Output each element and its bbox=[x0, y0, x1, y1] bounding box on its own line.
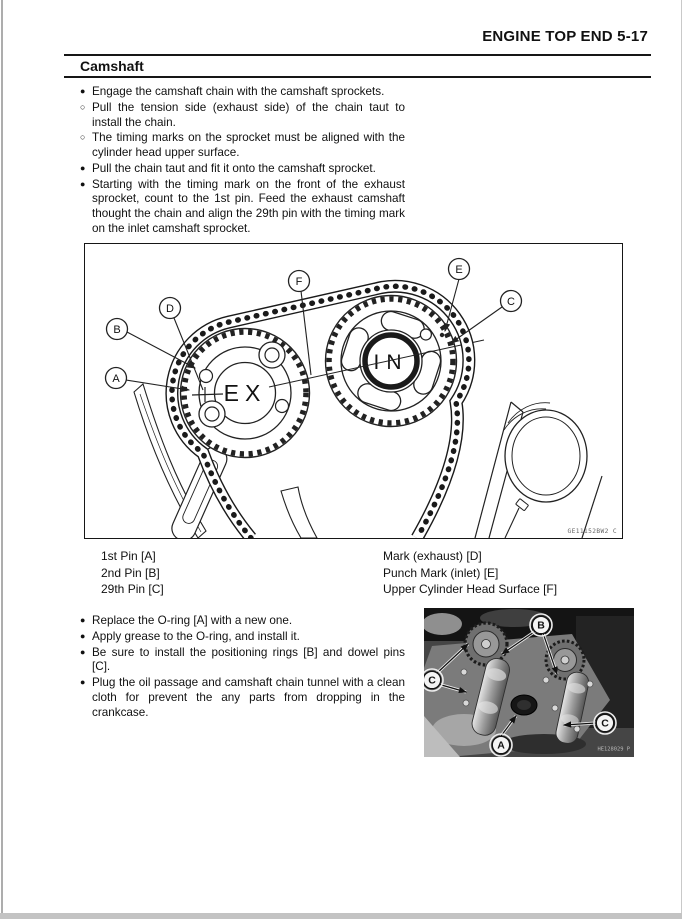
instruction-list-bottom: ●Replace the O-ring [A] with a new one. … bbox=[80, 613, 405, 720]
piston bbox=[503, 402, 588, 538]
bullet-icon: ○ bbox=[80, 132, 86, 143]
page-bottom-bar bbox=[0, 913, 682, 919]
photo-callout-c-right: C bbox=[601, 718, 609, 730]
callout-c: C bbox=[507, 296, 515, 308]
figure-legend-left: 1st Pin [A] 2nd Pin [B] 29th Pin [C] bbox=[101, 548, 164, 598]
exhaust-timing-mark bbox=[191, 387, 224, 402]
instruction-step: ● Engage the camshaft chain with the cams… bbox=[80, 84, 405, 100]
diagram-callouts bbox=[125, 278, 503, 393]
bullet-icon: ● bbox=[80, 646, 86, 657]
punch-mark bbox=[439, 332, 445, 338]
instruction-step: ○ Pull the tension side (exhaust side) of… bbox=[80, 100, 405, 131]
cam-sprocket-left bbox=[463, 621, 509, 667]
instruction-step: ● Be sure to install the positioning ring… bbox=[80, 645, 405, 676]
photo-callout-b: B bbox=[537, 620, 545, 632]
legend-item: Upper Cylinder Head Surface [F] bbox=[383, 582, 558, 597]
section-divider bbox=[64, 76, 651, 78]
camshaft-left bbox=[471, 657, 510, 736]
step-text: The timing marks on the sprocket must be… bbox=[92, 131, 405, 159]
step-text: Starting with the timing mark on the fro… bbox=[92, 177, 405, 235]
instruction-list-top: ● Engage the camshaft chain with the cams… bbox=[80, 84, 405, 237]
bullet-icon: ● bbox=[80, 178, 86, 189]
step-text: Apply grease to the O-ring, and install … bbox=[92, 629, 300, 643]
legend-item: 29th Pin [C] bbox=[101, 582, 164, 597]
cylinder-head-photo: B C A C HE128029 P bbox=[424, 608, 634, 757]
step-text: Plug the oil passage and camshaft chain … bbox=[92, 676, 405, 719]
bullet-icon: ● bbox=[80, 162, 86, 173]
exhaust-sprocket: EX bbox=[179, 327, 311, 459]
instruction-step: ● Replace the O-ring [A] with a new one. bbox=[80, 613, 405, 629]
head-surface-line bbox=[268, 339, 485, 388]
inlet-sprocket: IN bbox=[324, 294, 458, 428]
camshaft-timing-figure: EX IN bbox=[84, 243, 623, 539]
step-text: Pull the chain taut and fit it onto the … bbox=[92, 161, 376, 175]
instruction-step: ● Plug the oil passage and camshaft chain… bbox=[80, 675, 405, 720]
step-text: Be sure to install the positioning rings… bbox=[92, 645, 405, 674]
callout-b: B bbox=[113, 324, 120, 336]
step-text: Pull the tension side (exhaust side) of … bbox=[92, 100, 405, 129]
callout-e: E bbox=[455, 264, 462, 276]
legend-item: Mark (exhaust) [D] bbox=[383, 549, 482, 563]
section-title: Camshaft bbox=[80, 58, 144, 74]
figure-code: GE11152BW2 C bbox=[567, 528, 617, 535]
ex-sprocket-label: EX bbox=[224, 380, 267, 406]
page-header-title: ENGINE TOP END 5-17 bbox=[482, 28, 648, 45]
legend-item: 2nd Pin [B] bbox=[101, 565, 160, 580]
instruction-step: ● Pull the chain taut and fit it onto the… bbox=[80, 161, 405, 177]
step-text: Replace the O-ring [A] with a new one. bbox=[92, 614, 293, 627]
scan-edge-left bbox=[1, 0, 3, 913]
callout-f: F bbox=[296, 276, 303, 288]
instruction-step: ● Starting with the timing mark on the fr… bbox=[80, 177, 405, 237]
callout-d: D bbox=[166, 303, 174, 315]
photo-code: HE128029 P bbox=[598, 747, 630, 753]
instruction-step: ● Apply grease to the O-ring, and install… bbox=[80, 629, 405, 645]
bullet-icon: ● bbox=[80, 615, 86, 625]
camshaft-chain bbox=[165, 279, 476, 538]
photo-callout-circles: B C A C bbox=[424, 613, 617, 757]
camshaft-diagram-svg: EX IN bbox=[104, 257, 617, 538]
header-divider bbox=[64, 54, 651, 56]
in-sprocket-label: IN bbox=[374, 351, 409, 374]
photo-callout-leaders bbox=[434, 628, 597, 737]
bullet-icon: ● bbox=[80, 677, 86, 687]
photo-callout-a: A bbox=[497, 740, 505, 752]
step-text: Engage the camshaft chain with the camsh… bbox=[92, 85, 385, 98]
instruction-step: ○ The timing marks on the sprocket must b… bbox=[80, 130, 405, 161]
head-bolts bbox=[460, 668, 594, 733]
bullet-icon: ● bbox=[80, 630, 86, 641]
cylinder-head-photo-svg: B C A C HE128029 P bbox=[424, 608, 634, 757]
callout-a: A bbox=[112, 373, 120, 385]
legend-item: 1st Pin [A] bbox=[101, 549, 156, 563]
chain-guide-center bbox=[280, 486, 318, 538]
legend-item: Punch Mark (inlet) [E] bbox=[383, 565, 499, 580]
diagram-callout-circles: A B D F E C bbox=[104, 257, 523, 390]
figure-legend-right: Mark (exhaust) [D] Punch Mark (inlet) [E… bbox=[383, 548, 557, 598]
bullet-icon: ○ bbox=[80, 101, 86, 112]
bullet-icon: ● bbox=[80, 86, 86, 96]
photo-callout-c-left: C bbox=[428, 675, 436, 687]
